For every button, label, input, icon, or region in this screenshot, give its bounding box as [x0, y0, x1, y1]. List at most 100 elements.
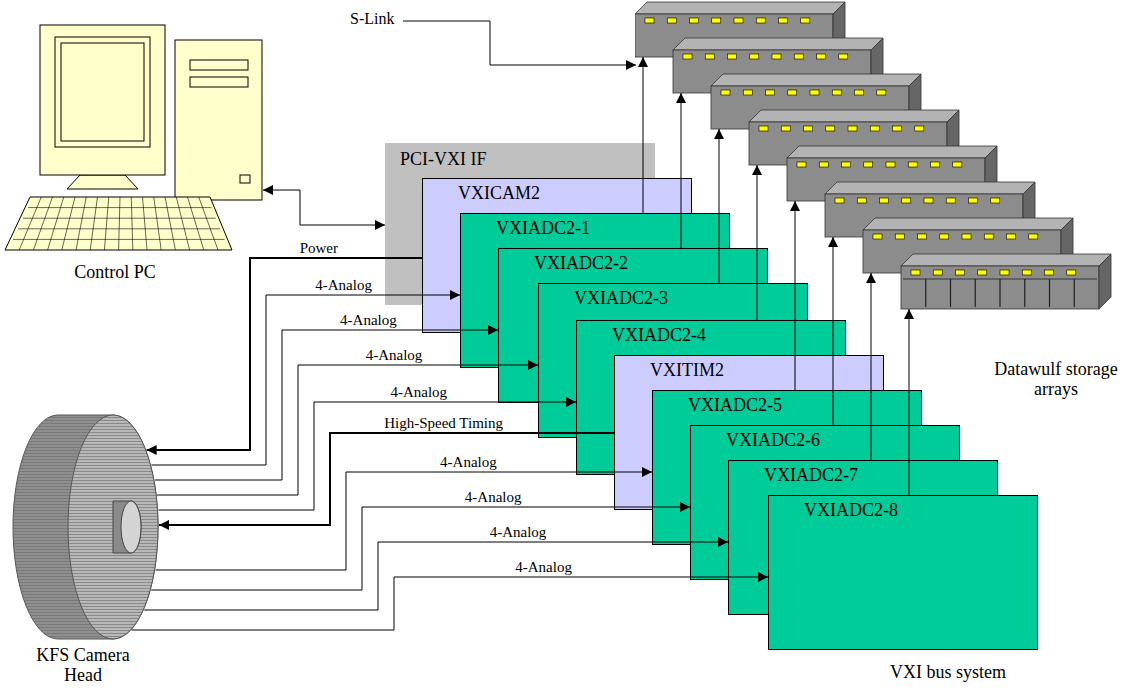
indicator-light: [857, 198, 866, 203]
signal-connector: [159, 433, 614, 525]
signal-label: 4-Analog: [465, 489, 522, 506]
signal-label: 4-Analog: [390, 384, 447, 401]
indicator-light: [969, 198, 978, 203]
signal-connector: [643, 57, 644, 213]
key-column: [90, 197, 97, 250]
key-column: [33, 197, 52, 250]
indicator-light: [940, 234, 949, 239]
signal-connector: [795, 201, 796, 390]
signal-connector: [151, 507, 690, 590]
lens-front: [121, 501, 141, 553]
card-label: VXIADC2-7: [764, 465, 858, 486]
card-label: VXIADC2-6: [726, 430, 820, 451]
camera-texture: [13, 415, 158, 639]
signal-label: 4-Analog: [490, 524, 547, 541]
signal-connector: [156, 472, 652, 570]
indicator-light: [870, 126, 879, 131]
key-column: [104, 197, 108, 250]
indicator-light: [902, 198, 911, 203]
indicator-light: [797, 162, 806, 167]
card-label: VXIADC2-1: [496, 218, 590, 239]
signal-connector: [263, 190, 385, 225]
indicator-light: [911, 270, 920, 275]
signal-label: 4-Analog: [515, 559, 572, 576]
indicator-light: [781, 126, 790, 131]
indicator-light: [946, 198, 955, 203]
storage-unit: [901, 254, 1111, 309]
key-column: [131, 197, 133, 250]
signal-label: Power: [300, 240, 338, 257]
signal-connector: [132, 577, 768, 630]
drive-bay: [950, 279, 951, 307]
indicator-light: [810, 90, 819, 95]
signal-connector: [833, 237, 834, 425]
indicator-light: [667, 18, 676, 23]
card-label: PCI-VXI IF: [400, 149, 487, 170]
leader-line: [403, 21, 636, 65]
key-column: [19, 197, 41, 250]
drive-bay: [1049, 279, 1050, 307]
indicator-light: [848, 126, 857, 131]
indicator-light: [804, 126, 813, 131]
indicator-light: [756, 18, 765, 23]
system-label: VXI bus system: [890, 662, 1006, 683]
indicator-light: [873, 234, 882, 239]
indicator-light: [779, 18, 788, 23]
indicator-light: [705, 54, 714, 59]
card-label: VXIADC2-4: [612, 325, 706, 346]
indicator-light: [1029, 234, 1038, 239]
signal-connector: [147, 258, 422, 450]
card-label: VXITIM2: [650, 360, 724, 381]
indicator-light: [817, 54, 826, 59]
indicator-light: [721, 90, 730, 95]
indicator-light: [893, 126, 902, 131]
lens-barrel: [113, 501, 141, 553]
computer-parts: [5, 25, 262, 250]
indicator-light: [759, 126, 768, 131]
indicator-light: [842, 162, 851, 167]
indicator-light: [832, 90, 841, 95]
indicator-light: [835, 198, 844, 203]
indicator-light: [886, 162, 895, 167]
indicator-light: [991, 198, 1000, 203]
indicator-light: [743, 90, 752, 95]
node-label: Datawulf storage arrays: [992, 359, 1120, 400]
key-column: [199, 197, 218, 250]
indicator-light: [880, 198, 889, 203]
key-column: [165, 197, 175, 250]
key-column: [154, 197, 161, 250]
signal-label: High-Speed Timing: [384, 415, 503, 432]
indicator-light: [772, 54, 781, 59]
indicator-light: [826, 126, 835, 131]
indicator-light: [915, 126, 924, 131]
card-label: VXICAM2: [458, 183, 540, 204]
node-label: KFS Camera Head: [27, 645, 139, 688]
indicator-light: [750, 54, 759, 59]
indicator-light: [794, 54, 803, 59]
control-pc: Control PC: [0, 15, 263, 285]
indicator-light: [984, 234, 993, 239]
drive-bay: [999, 279, 1000, 307]
indicator-light: [908, 162, 917, 167]
indicator-light: [1007, 234, 1016, 239]
indicator-light: [819, 162, 828, 167]
signal-label: 4-Analog: [366, 347, 423, 364]
computer-illustration: [0, 15, 263, 285]
indicator-light: [978, 270, 987, 275]
key-column: [119, 197, 120, 250]
indicator-light: [962, 234, 971, 239]
drive-bay: [1024, 279, 1025, 307]
signal-connector: [909, 309, 910, 495]
signal-connector: [155, 330, 498, 480]
indicator-light: [728, 54, 737, 59]
indicator-light: [918, 234, 927, 239]
indicator-light: [953, 162, 962, 167]
bus-label: S-Link: [350, 10, 394, 28]
indicator-light: [864, 162, 873, 167]
drive-bay: [1074, 279, 1075, 307]
indicator-light: [956, 270, 965, 275]
indicator-light: [683, 54, 692, 59]
camera-face: [68, 415, 158, 639]
indicator-light: [1022, 270, 1031, 275]
